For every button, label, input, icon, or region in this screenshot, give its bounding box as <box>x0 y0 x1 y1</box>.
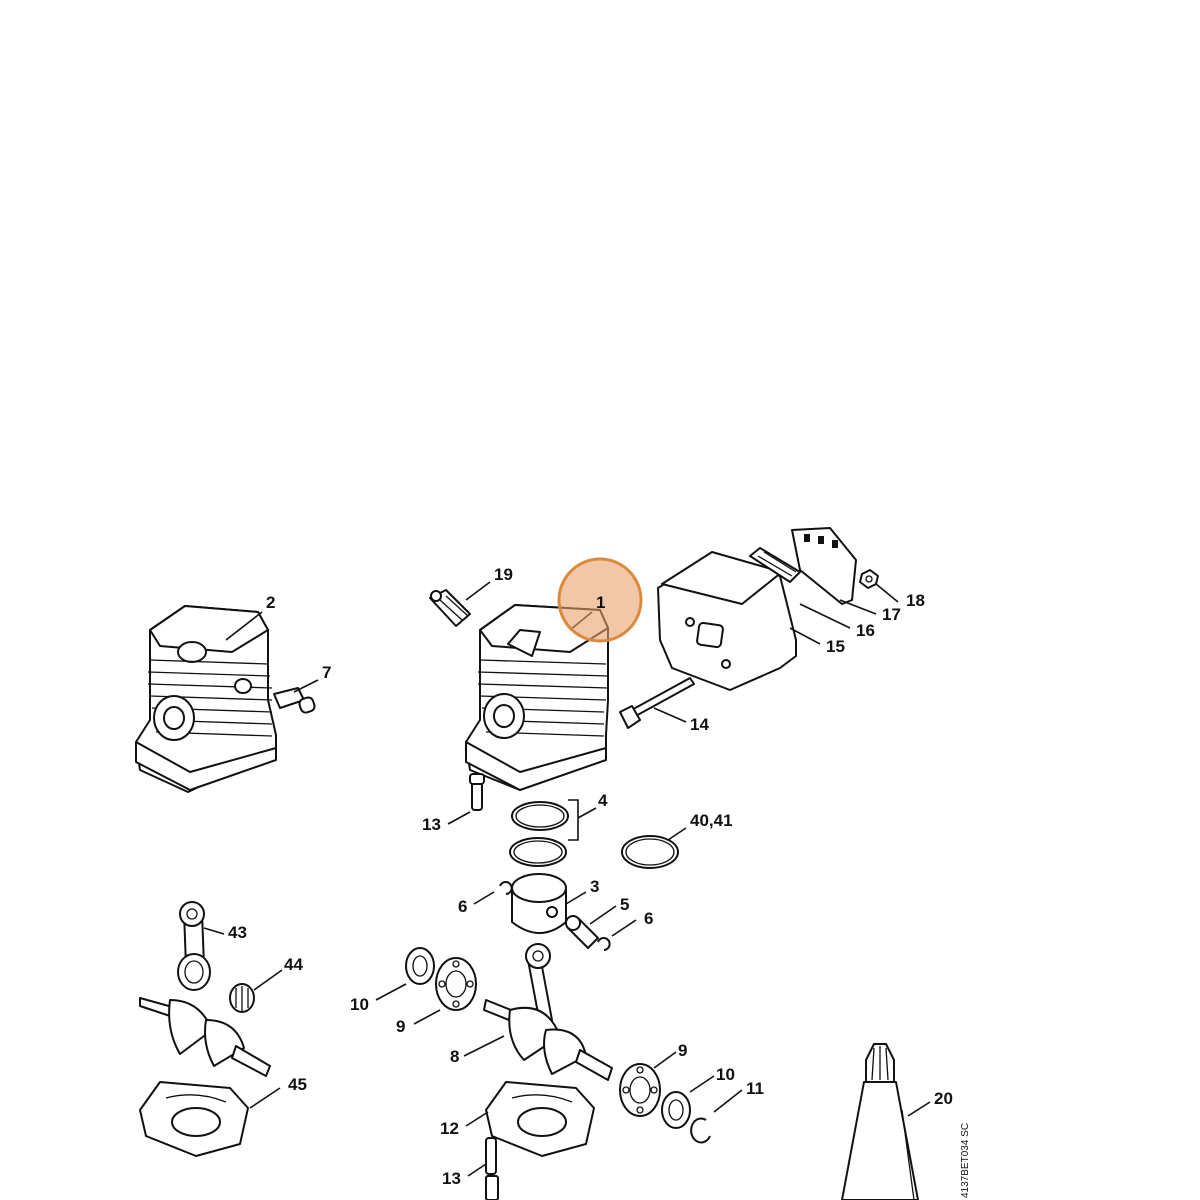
nut-18[interactable] <box>859 569 879 589</box>
screw-13-top[interactable] <box>469 773 485 811</box>
callout-11[interactable]: 11 <box>746 1079 764 1098</box>
callout-5[interactable]: 5 <box>620 895 629 914</box>
callout-2[interactable]: 2 <box>266 593 275 612</box>
cover-plate-17[interactable] <box>791 527 857 605</box>
oil-seal-10-left[interactable] <box>405 947 435 985</box>
ball-bearing-9-right[interactable] <box>619 1063 661 1117</box>
circlip-11[interactable] <box>690 1117 711 1144</box>
ball-bearing-9-left[interactable] <box>435 957 477 1011</box>
callout-14[interactable]: 14 <box>690 715 709 734</box>
callout-43[interactable]: 43 <box>228 923 247 942</box>
callout-6-right[interactable]: 6 <box>644 909 653 928</box>
grease-tube-20[interactable] <box>841 1043 919 1200</box>
callout-10-right[interactable]: 10 <box>716 1065 735 1084</box>
decompression-valve-7[interactable] <box>273 687 316 714</box>
circlip-6-left[interactable] <box>499 881 513 895</box>
spark-plug-19[interactable] <box>429 589 471 627</box>
callout-10-left[interactable]: 10 <box>350 995 369 1014</box>
callout-20[interactable]: 20 <box>934 1089 953 1108</box>
callout-16[interactable]: 16 <box>856 621 875 640</box>
callout-13-top[interactable]: 13 <box>422 815 441 834</box>
crankcase-half-12[interactable] <box>485 1081 595 1157</box>
callout-8[interactable]: 8 <box>450 1047 459 1066</box>
piston-rings-40-41[interactable] <box>621 835 679 869</box>
callout-9-left[interactable]: 9 <box>396 1017 405 1036</box>
piston-rings-4[interactable] <box>509 801 569 867</box>
oil-seal-10-right[interactable] <box>661 1091 691 1129</box>
callout-18[interactable]: 18 <box>906 591 925 610</box>
callout-17[interactable]: 17 <box>882 605 901 624</box>
callout-1[interactable]: 1 <box>596 593 605 612</box>
crankshaft-8[interactable] <box>483 943 613 1081</box>
spark-arrestor-screen-16[interactable] <box>749 547 801 583</box>
callout-45[interactable]: 45 <box>288 1075 307 1094</box>
callout-13-bottom[interactable]: 13 <box>442 1169 461 1188</box>
needle-cage-44[interactable] <box>229 983 255 1013</box>
callout-40-41[interactable]: 40,41 <box>690 811 733 830</box>
connecting-rod-43[interactable] <box>177 901 211 991</box>
callout-7[interactable]: 7 <box>322 663 331 682</box>
callout-15[interactable]: 15 <box>826 637 845 656</box>
muffler-15[interactable] <box>657 551 797 691</box>
piston-3[interactable] <box>511 873 567 934</box>
circlip-6-right[interactable] <box>597 937 611 951</box>
cylinder-assembly-1[interactable] <box>465 604 609 791</box>
drawing-code: 4137BET034 SC <box>960 1123 971 1198</box>
piston-pin-5[interactable] <box>565 915 599 949</box>
crankshaft-left[interactable] <box>139 997 271 1077</box>
callout-9-right[interactable]: 9 <box>678 1041 687 1060</box>
crankcase-half-45[interactable] <box>139 1081 249 1157</box>
screw-14[interactable] <box>619 677 695 729</box>
callout-12[interactable]: 12 <box>440 1119 459 1138</box>
screw-13-bottom[interactable] <box>485 1137 499 1200</box>
cylinder-assembly-2[interactable] <box>135 605 277 793</box>
callout-4[interactable]: 4 <box>598 791 608 810</box>
callout-3[interactable]: 3 <box>590 877 599 896</box>
callout-44[interactable]: 44 <box>284 955 303 974</box>
callout-6-left[interactable]: 6 <box>458 897 467 916</box>
highlight-marker[interactable] <box>557 557 643 643</box>
callout-19[interactable]: 19 <box>494 565 513 584</box>
